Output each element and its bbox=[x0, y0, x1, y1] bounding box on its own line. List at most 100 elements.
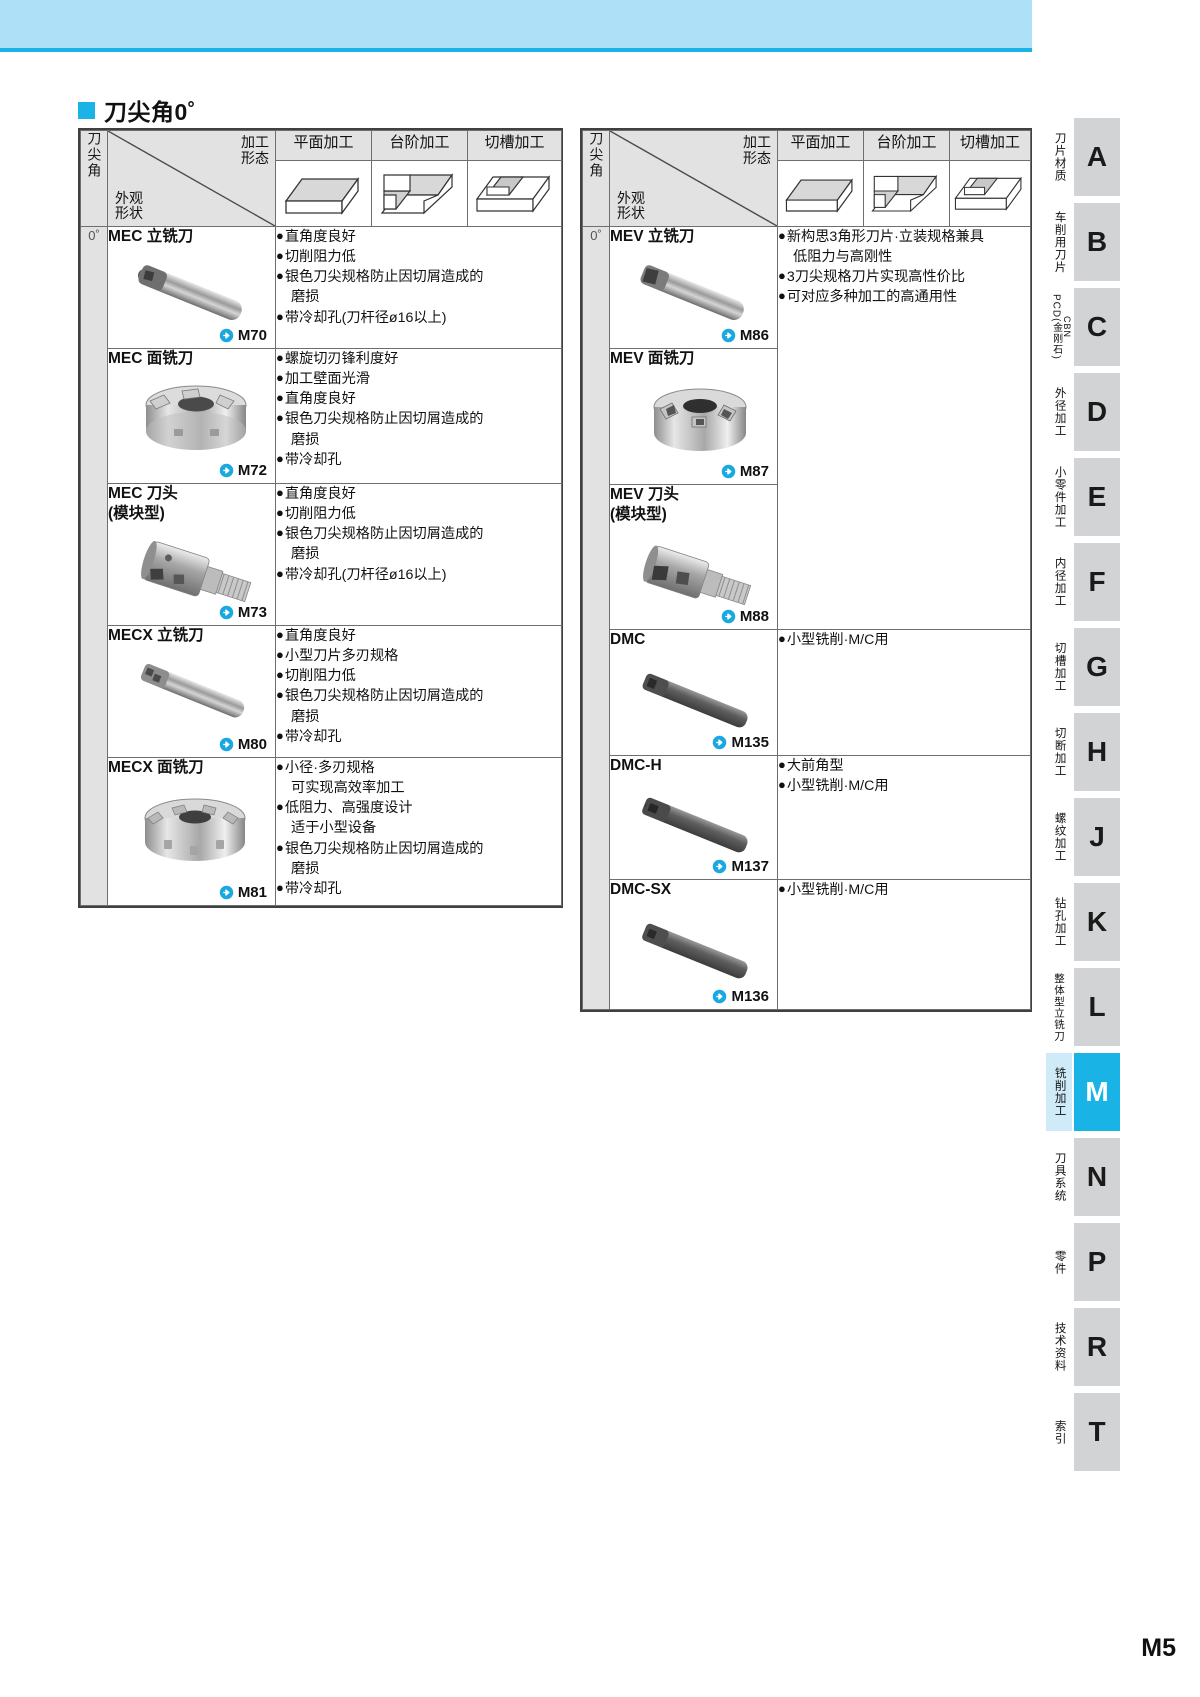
feature-cell: ●螺旋切刃锋利度好 ●加工壁面光滑 ●直角度良好 ●银色刀尖规格防止因切屑造成的… bbox=[275, 348, 562, 484]
sidebar-item-d[interactable]: 外径加工 D bbox=[1042, 373, 1120, 451]
sidebar-tab-h[interactable]: H bbox=[1074, 713, 1120, 791]
feature-item: ●小型铣削·M/C用 bbox=[778, 881, 889, 898]
product-cell: MEV 面铣刀 M87 bbox=[609, 348, 778, 485]
feature-item: ●银色刀尖规格防止因切屑造成的 bbox=[276, 268, 484, 286]
sidebar-label-r: 技术资料 bbox=[1053, 1322, 1066, 1372]
feature-item: ●银色刀尖规格防止因切屑造成的 bbox=[276, 525, 484, 543]
left-product-table: 刀尖角 加工 形态 外观 形状 平面加工 台阶加工 切槽加工 bbox=[78, 128, 563, 908]
diag-label-bottom: 外观 形状 bbox=[617, 189, 645, 222]
sidebar-tab-m[interactable]: M bbox=[1074, 1053, 1120, 1131]
product-cell: MEC 立铣刀 bbox=[107, 226, 276, 349]
feature-item: ●直角度良好 bbox=[276, 485, 356, 502]
product-ref-label: M73 bbox=[237, 604, 267, 621]
modular-head-image bbox=[141, 540, 252, 603]
dark-endmill2-image bbox=[642, 797, 748, 853]
feature-item: ●小径·多刃规格 bbox=[276, 759, 375, 776]
feature-item: ●带冷却孔 bbox=[276, 450, 342, 468]
feature-item: ●切削阻力低 bbox=[276, 248, 356, 266]
feature-item-cont: 磨损 bbox=[291, 431, 320, 448]
feature-item: ●银色刀尖规格防止因切屑造成的 bbox=[276, 687, 484, 705]
diagonal-line-icon bbox=[108, 131, 275, 226]
product-ref[interactable]: M81 bbox=[219, 884, 267, 901]
face-mill3-image bbox=[653, 388, 747, 451]
sidebar-item-n[interactable]: 刀具系统 N bbox=[1042, 1138, 1120, 1216]
product-ref[interactable]: M86 bbox=[721, 327, 769, 344]
product-ref-label: M80 bbox=[237, 736, 267, 753]
sidebar-tab-c[interactable]: C bbox=[1074, 288, 1120, 366]
product-cell: MECX 立铣刀 M80 bbox=[107, 625, 276, 758]
column-header-flat: 平面加工 bbox=[275, 130, 372, 161]
dark-endmill-image bbox=[642, 673, 748, 728]
sidebar-tab-p[interactable]: P bbox=[1074, 1223, 1120, 1301]
product-ref[interactable]: M73 bbox=[219, 604, 267, 621]
table-row: MEC 面铣刀 bbox=[81, 348, 562, 484]
sidebar-label-k: 钻孔加工 bbox=[1053, 897, 1066, 947]
sidebar-tab-r[interactable]: R bbox=[1074, 1308, 1120, 1386]
sidebar-item-c[interactable]: PCD(金刚石) CBN C bbox=[1042, 288, 1120, 366]
angle-value: 0˚ bbox=[590, 228, 602, 243]
sidebar-label-p: 零件 bbox=[1053, 1249, 1066, 1275]
product-ref[interactable]: M72 bbox=[219, 462, 267, 479]
slot-block-icon bbox=[949, 160, 1031, 227]
sidebar-tab-g[interactable]: G bbox=[1074, 628, 1120, 706]
sidebar-tab-l[interactable]: L bbox=[1074, 968, 1120, 1046]
sidebar-tab-b[interactable]: B bbox=[1074, 203, 1120, 281]
arrow-right-icon bbox=[721, 464, 736, 479]
sidebar-tab-e[interactable]: E bbox=[1074, 458, 1120, 536]
sidebar-item-a[interactable]: 刀片材质 A bbox=[1042, 118, 1120, 196]
product-ref[interactable]: M135 bbox=[712, 734, 769, 751]
sidebar-item-g[interactable]: 切槽加工 G bbox=[1042, 628, 1120, 706]
product-ref[interactable]: M88 bbox=[721, 608, 769, 625]
sidebar-item-b[interactable]: 车削用刀片 B bbox=[1042, 203, 1120, 281]
product-name: MEV 面铣刀 bbox=[610, 350, 695, 367]
sidebar-tab-a[interactable]: A bbox=[1074, 118, 1120, 196]
sidebar-label-t: 索引 bbox=[1053, 1419, 1066, 1445]
angle-header-cell: 刀尖角 bbox=[582, 130, 610, 227]
section-marker-icon bbox=[78, 101, 95, 119]
sidebar-item-t[interactable]: 索引 T bbox=[1042, 1393, 1120, 1471]
sidebar-tab-d[interactable]: D bbox=[1074, 373, 1120, 451]
product-ref[interactable]: M70 bbox=[219, 327, 267, 344]
sidebar-label-n: 刀具系统 bbox=[1053, 1152, 1066, 1202]
feature-item: ●带冷却孔(刀杆径ø16以上) bbox=[276, 565, 447, 583]
product-name: MECX 面铣刀 bbox=[108, 759, 204, 776]
column-header-slot: 切槽加工 bbox=[949, 130, 1031, 161]
modular-head2-image bbox=[643, 545, 752, 606]
sidebar-tab-k[interactable]: K bbox=[1074, 883, 1120, 961]
product-ref[interactable]: M80 bbox=[219, 736, 267, 753]
product-ref[interactable]: M87 bbox=[721, 463, 769, 480]
sidebar-item-k[interactable]: 钻孔加工 K bbox=[1042, 883, 1120, 961]
sidebar-tab-t[interactable]: T bbox=[1074, 1393, 1120, 1471]
sidebar-tab-n[interactable]: N bbox=[1074, 1138, 1120, 1216]
flat-block-icon bbox=[275, 160, 372, 227]
table-row: DMC-H M137 bbox=[583, 755, 1031, 880]
sidebar-item-l[interactable]: 整体型立铣刀 L bbox=[1042, 968, 1120, 1046]
sidebar-item-p[interactable]: 零件 P bbox=[1042, 1223, 1120, 1301]
sidebar-item-h[interactable]: 切断加工 H bbox=[1042, 713, 1120, 791]
sidebar-tab-j[interactable]: J bbox=[1074, 798, 1120, 876]
feature-item-cont: 可实现高效率加工 bbox=[291, 780, 405, 797]
arrow-right-icon bbox=[219, 328, 234, 343]
feature-cell: ●直角度良好 ●切削阻力低 ●银色刀尖规格防止因切屑造成的 磨损 ●带冷却孔(刀… bbox=[275, 483, 562, 626]
product-cell: DMC M135 bbox=[609, 629, 778, 756]
feature-item: ●螺旋切刃锋利度好 bbox=[276, 350, 399, 367]
sidebar-label-c: PCD(金刚石) CBN bbox=[1050, 294, 1072, 360]
product-name: MEV 立铣刀 bbox=[610, 228, 695, 245]
product-ref[interactable]: M136 bbox=[712, 988, 769, 1005]
product-name-line2: (模块型) bbox=[108, 504, 165, 522]
product-ref[interactable]: M137 bbox=[712, 858, 769, 875]
face-mill2-image bbox=[144, 798, 246, 861]
product-name: MEV 刀头 bbox=[610, 486, 679, 503]
sidebar-item-j[interactable]: 螺纹加工 J bbox=[1042, 798, 1120, 876]
endmill-shank-image bbox=[640, 265, 744, 320]
angle-header-label: 刀尖角 bbox=[86, 131, 103, 179]
feature-cell: ●直角度良好 ●小型刀片多刃规格 ●切削阻力低 ●银色刀尖规格防止因切屑造成的 … bbox=[275, 625, 562, 758]
sidebar-item-f[interactable]: 内径加工 F bbox=[1042, 543, 1120, 621]
sidebar-item-e[interactable]: 小零件加工 E bbox=[1042, 458, 1120, 536]
sidebar-item-r[interactable]: 技术资料 R bbox=[1042, 1308, 1120, 1386]
sidebar-tab-f[interactable]: F bbox=[1074, 543, 1120, 621]
feature-item: ●可对应多种加工的高通用性 bbox=[778, 288, 958, 306]
arrow-right-icon bbox=[219, 737, 234, 752]
feature-item: ●带冷却孔 bbox=[276, 879, 342, 897]
sidebar-item-m[interactable]: 铣削加工 M bbox=[1042, 1053, 1120, 1131]
